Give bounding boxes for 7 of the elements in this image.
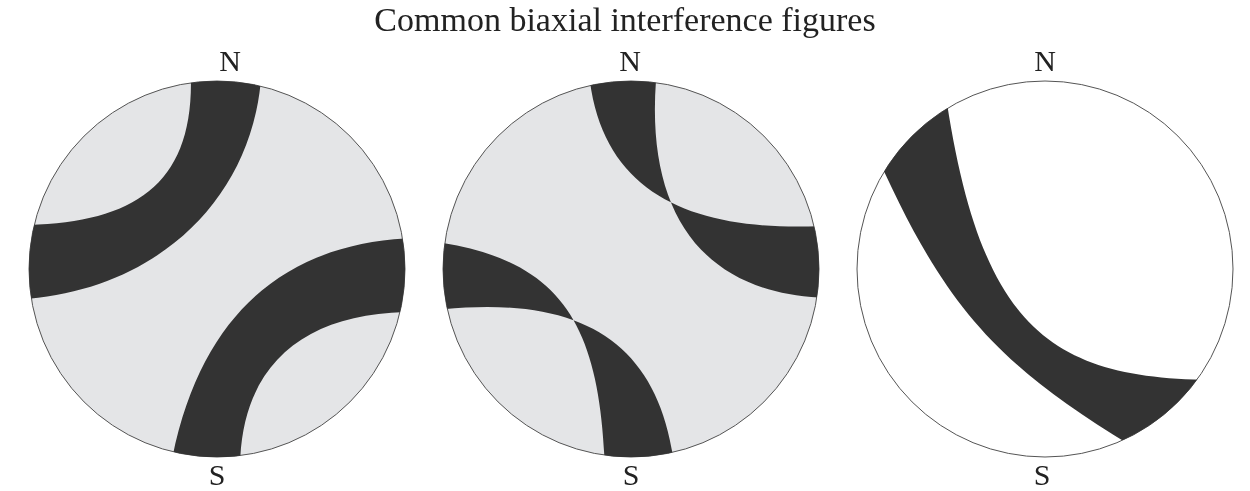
direction-letter: S	[207, 458, 227, 491]
direction-letter: S	[1032, 458, 1052, 491]
direction-letter: S	[621, 458, 641, 491]
direction-letter: N	[218, 44, 242, 78]
title: Common biaxial interference figures	[373, 0, 877, 40]
direction-letter: N	[618, 44, 642, 78]
direction-letter: N	[1033, 44, 1057, 78]
